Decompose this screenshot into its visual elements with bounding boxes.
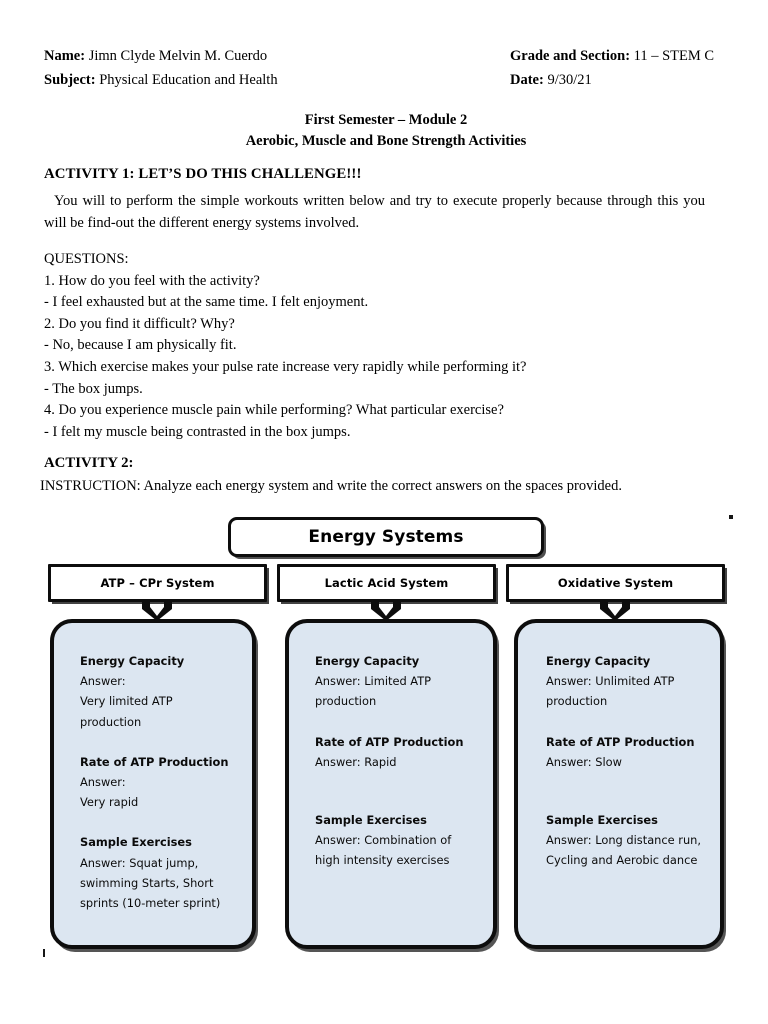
page-artifact-dot	[729, 515, 733, 519]
card3-answer-2a: Answer: Slow	[546, 754, 622, 769]
card1-group-rate: Rate of ATP Production Answer: Very rapi…	[80, 752, 242, 813]
activity1-paragraph: You will to perform the simple workouts …	[44, 193, 705, 231]
question-3: 3. Which exercise makes your pulse rate …	[44, 358, 527, 375]
date-value: 9/30/21	[547, 72, 592, 88]
page-artifact-tick	[43, 949, 45, 957]
answer-2: - No, because I am physically fit.	[44, 337, 237, 354]
answer-1: - I feel exhausted but at the same time.…	[44, 294, 369, 311]
card2-answer-3a: Answer: Combination of	[315, 833, 452, 848]
card2-spacer	[315, 792, 483, 810]
diagram-root-label: Energy Systems	[308, 527, 464, 547]
system-card-3-content: Energy Capacity Answer: Unlimited ATP pr…	[518, 651, 720, 871]
card3-spacer	[546, 792, 710, 810]
card3-group-sample: Sample Exercises Answer: Long distance r…	[546, 810, 710, 871]
card1-group-sample: Sample Exercises Answer: Squat jump, swi…	[80, 832, 242, 913]
module-title-line1: First Semester – Module 2	[304, 112, 468, 128]
card1-group-energy-capacity: Energy Capacity Answer: Very limited ATP…	[80, 651, 242, 732]
card3-label-2: Rate of ATP Production	[546, 734, 695, 749]
activity2-instruction: INSTRUCTION: Analyze each energy system …	[40, 478, 622, 494]
name-value: Jimn Clyde Melvin M. Cuerdo	[88, 48, 268, 64]
card1-label-1: Energy Capacity	[80, 654, 185, 668]
card1-answer-3a: Answer: Squat jump,	[80, 855, 199, 870]
activity1-heading: ACTIVITY 1: LET’S DO THIS CHALLENGE!!!	[44, 166, 362, 182]
down-arrow-icon	[371, 601, 401, 621]
subject-value: Physical Education and Health	[99, 72, 278, 88]
card2-answer-1b: production	[315, 694, 377, 709]
card3-answer-1b: production	[546, 694, 608, 709]
grade-label: Grade and Section:	[510, 48, 631, 64]
question-2: 2. Do you find it difficult? Why?	[44, 315, 235, 332]
card3-answer-3a: Answer: Long distance run,	[546, 833, 702, 848]
answer-3: - The box jumps.	[44, 380, 143, 397]
grade-field: Grade and Section: 11 – STEM C	[510, 45, 714, 67]
card3-answer-1a: Answer: Unlimited ATP	[546, 674, 675, 689]
card2-answer-3b: high intensity exercises	[315, 853, 450, 868]
question-1: 1. How do you feel with the activity?	[44, 272, 260, 289]
down-arrow-icon	[142, 601, 172, 621]
date-field: Date: 9/30/21	[510, 69, 592, 91]
card2-label-1: Energy Capacity	[315, 654, 420, 668]
card3-group-rate: Rate of ATP Production Answer: Slow	[546, 732, 710, 772]
activity2-heading: ACTIVITY 2:	[44, 455, 134, 471]
card2-label-3: Sample Exercises	[315, 813, 427, 828]
card1-answer-3c: sprints (10-meter sprint)	[80, 896, 221, 911]
system-card-2-content: Energy Capacity Answer: Limited ATP prod…	[289, 651, 493, 871]
card2-group-energy-capacity: Energy Capacity Answer: Limited ATP prod…	[315, 651, 483, 712]
card1-answer-3b: swimming Starts, Short	[80, 875, 214, 890]
answer-4: - I felt my muscle being contrasted in t…	[44, 423, 351, 440]
card1-answer-2b: Very rapid	[80, 795, 139, 810]
system-card-2: Energy Capacity Answer: Limited ATP prod…	[285, 619, 497, 949]
card1-answer-1c: production	[80, 714, 142, 729]
system-header-box-3: Oxidative System	[506, 564, 725, 602]
card2-group-rate: Rate of ATP Production Answer: Rapid	[315, 732, 483, 772]
system-header-box-1: ATP – CPr System	[48, 564, 267, 602]
date-label: Date:	[510, 72, 544, 88]
system-header-label-2: Lactic Acid System	[324, 576, 449, 590]
module-title: First Semester – Module 2 Aerobic, Muscl…	[44, 110, 728, 152]
card3-label-1: Energy Capacity	[546, 654, 651, 668]
card1-answer-1b: Very limited ATP	[80, 694, 173, 709]
card2-group-sample: Sample Exercises Answer: Combination of …	[315, 810, 483, 871]
questions-label: QUESTIONS:	[44, 251, 129, 267]
card3-group-energy-capacity: Energy Capacity Answer: Unlimited ATP pr…	[546, 651, 710, 712]
card3-answer-3b: Cycling and Aerobic dance	[546, 853, 698, 868]
diagram-root-box: Energy Systems	[228, 517, 544, 557]
card2-answer-2a: Answer: Rapid	[315, 754, 397, 769]
card2-label-2: Rate of ATP Production	[315, 734, 464, 749]
card1-answer-1a: Answer:	[80, 674, 126, 689]
question-4: 4. Do you experience muscle pain while p…	[44, 402, 504, 419]
card3-label-3: Sample Exercises	[546, 813, 658, 828]
system-card-3: Energy Capacity Answer: Unlimited ATP pr…	[514, 619, 724, 949]
down-arrow-icon	[600, 601, 630, 621]
card1-label-2: Rate of ATP Production	[80, 754, 229, 769]
system-header-label-1: ATP – CPr System	[100, 576, 215, 590]
name-label: Name:	[44, 48, 86, 64]
system-header-label-3: Oxidative System	[557, 576, 674, 590]
system-header-box-2: Lactic Acid System	[277, 564, 496, 602]
subject-field: Subject: Physical Education and Health	[44, 69, 278, 91]
card1-answer-2a: Answer:	[80, 775, 126, 790]
questions-block: QUESTIONS: 1. How do you feel with the a…	[44, 249, 644, 443]
system-card-1-content: Energy Capacity Answer: Very limited ATP…	[54, 651, 252, 913]
module-title-line2: Aerobic, Muscle and Bone Strength Activi…	[245, 133, 527, 149]
subject-label: Subject:	[44, 72, 96, 88]
card1-label-3: Sample Exercises	[80, 835, 192, 850]
grade-value: 11 – STEM C	[633, 48, 715, 64]
card2-answer-1a: Answer: Limited ATP	[315, 674, 432, 689]
name-field: Name: Jimn Clyde Melvin M. Cuerdo	[44, 45, 267, 67]
system-card-1: Energy Capacity Answer: Very limited ATP…	[50, 619, 256, 949]
